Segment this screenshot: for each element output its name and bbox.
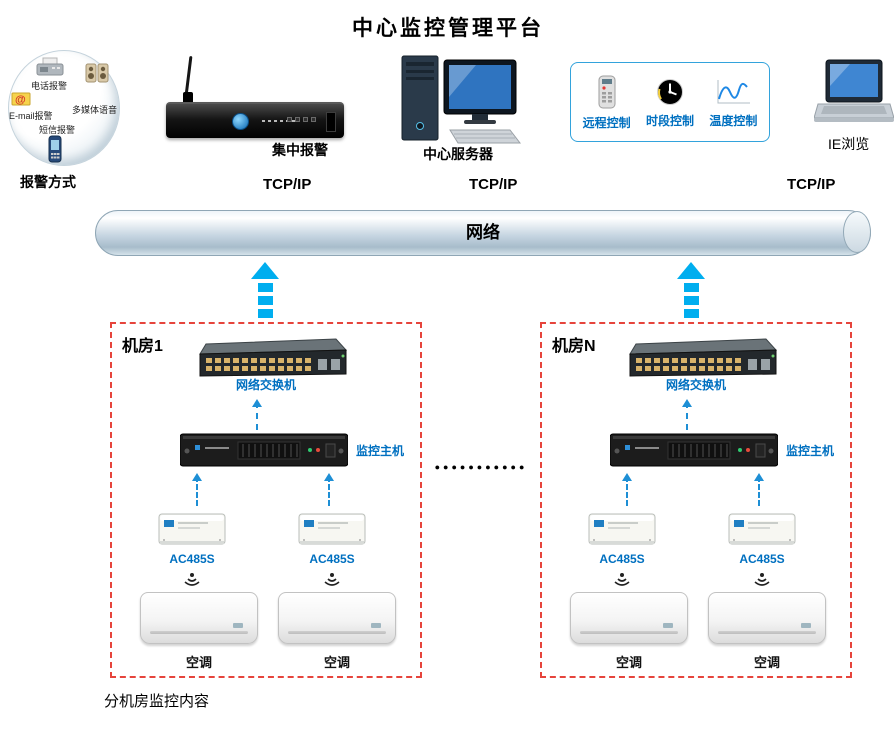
module-label: AC485S xyxy=(169,552,215,566)
air-conditioner-image xyxy=(278,592,396,644)
central-alarm-device-image xyxy=(166,55,346,140)
network-label: 网络 xyxy=(466,223,500,242)
network-switch-image xyxy=(196,336,348,378)
schedule-control-group: 时段控制 xyxy=(646,77,694,129)
temperature-control-label: 温度控制 xyxy=(709,114,758,128)
ac-label: 空调 xyxy=(615,655,642,670)
module-label: AC485S xyxy=(309,552,355,566)
monitor-host-image xyxy=(180,432,348,468)
temperature-control-group: 温度控制 xyxy=(709,77,757,129)
arrow-module-right-to-host xyxy=(754,473,764,506)
temp-curve-icon xyxy=(717,80,751,104)
wireless-signal-icon xyxy=(752,572,772,588)
ac485s-module-image xyxy=(158,510,226,548)
room-name: 机房1 xyxy=(122,338,163,355)
ac-label: 空调 xyxy=(753,655,780,670)
air-conditioner-image xyxy=(708,592,826,644)
laptop-image xyxy=(814,59,894,122)
network-switch-image xyxy=(626,336,778,378)
room-box-1: 机房1 网络交换机 监控主机 AC485S AC485S 空调 空调 xyxy=(110,322,422,678)
device-text xyxy=(262,120,300,122)
module-label: AC485S xyxy=(599,552,645,566)
device-buttons xyxy=(287,117,316,122)
pipe-end-cap xyxy=(843,211,871,253)
tcpip-label-2: TCP/IP xyxy=(469,176,518,193)
alarm-item-email: E-mail报警 xyxy=(9,111,53,121)
switch-label: 网络交换机 xyxy=(662,376,730,393)
air-conditioner-image xyxy=(140,592,258,644)
remote-icon xyxy=(598,75,616,109)
alarm-item-phone: 电话报警 xyxy=(31,81,68,91)
ac485s-module-image xyxy=(298,510,366,548)
room-separator-dots: ●●●●●●●●●●● xyxy=(434,462,528,472)
arrow-module-right-to-host xyxy=(324,473,334,506)
alarm-item-media: 多媒体语音 xyxy=(71,105,117,115)
alarm-item-sms: 短信报警 xyxy=(39,125,76,135)
wireless-signal-icon xyxy=(182,572,202,588)
room-box-n: 机房N 网络交换机 监控主机 AC485S AC485S 空调 空调 xyxy=(540,322,852,678)
ac485s-module-image xyxy=(728,510,796,548)
switch-label: 网络交换机 xyxy=(232,376,300,393)
remote-control-group: 远程控制 xyxy=(583,75,631,131)
email-icon: @ xyxy=(11,92,31,106)
arrow-module-left-to-host xyxy=(192,473,202,506)
fax-icon xyxy=(36,57,64,76)
device-logo xyxy=(232,113,249,130)
laptop-label: IE浏览 xyxy=(828,136,870,152)
monitor-host-image xyxy=(610,432,778,468)
ac485s-module-image xyxy=(588,510,656,548)
remote-control-label: 远程控制 xyxy=(582,116,631,130)
pipe-body xyxy=(95,210,871,256)
module-label: AC485S xyxy=(739,552,785,566)
footer-caption: 分机房监控内容 xyxy=(104,693,210,710)
uplink-arrow-roomN xyxy=(676,262,706,318)
antenna xyxy=(184,55,193,97)
controls-box: 远程控制 时段控制 温度控制 xyxy=(570,62,770,142)
host-label: 监控主机 xyxy=(786,444,835,458)
server-label: 中心服务器 xyxy=(423,146,493,162)
air-conditioner-image xyxy=(570,592,688,644)
arrow-module-left-to-host xyxy=(622,473,632,506)
schedule-control-label: 时段控制 xyxy=(645,114,694,128)
ac-label: 空调 xyxy=(185,655,212,670)
tcpip-label-1: TCP/IP xyxy=(263,176,312,193)
alarm-caption: 报警方式 xyxy=(20,174,76,190)
arrow-host-to-switch xyxy=(252,399,262,430)
device-slot xyxy=(326,112,336,132)
alarm-methods-group: 电话报警 @ E-mail报警 多媒体语音 短信报警 xyxy=(8,50,120,166)
speaker-icon xyxy=(85,63,109,83)
mobile-icon xyxy=(48,135,62,163)
svg-text:@: @ xyxy=(15,94,26,106)
ac-label: 空调 xyxy=(323,655,350,670)
clock-icon xyxy=(656,79,683,105)
host-label: 监控主机 xyxy=(356,444,405,458)
wireless-signal-icon xyxy=(322,572,342,588)
arrow-host-to-switch xyxy=(682,399,692,430)
antenna-base xyxy=(183,92,193,104)
room-name: 机房N xyxy=(552,338,596,355)
server-image xyxy=(401,55,522,144)
network-pipe: 网络 xyxy=(95,210,871,256)
wireless-signal-icon xyxy=(612,572,632,588)
page-title: 中心监控管理平台 xyxy=(352,17,544,40)
uplink-arrow-room1 xyxy=(250,262,280,318)
central-alarm-body xyxy=(166,102,344,138)
tcpip-label-3: TCP/IP xyxy=(787,176,836,193)
central-alarm-label: 集中报警 xyxy=(272,142,328,158)
